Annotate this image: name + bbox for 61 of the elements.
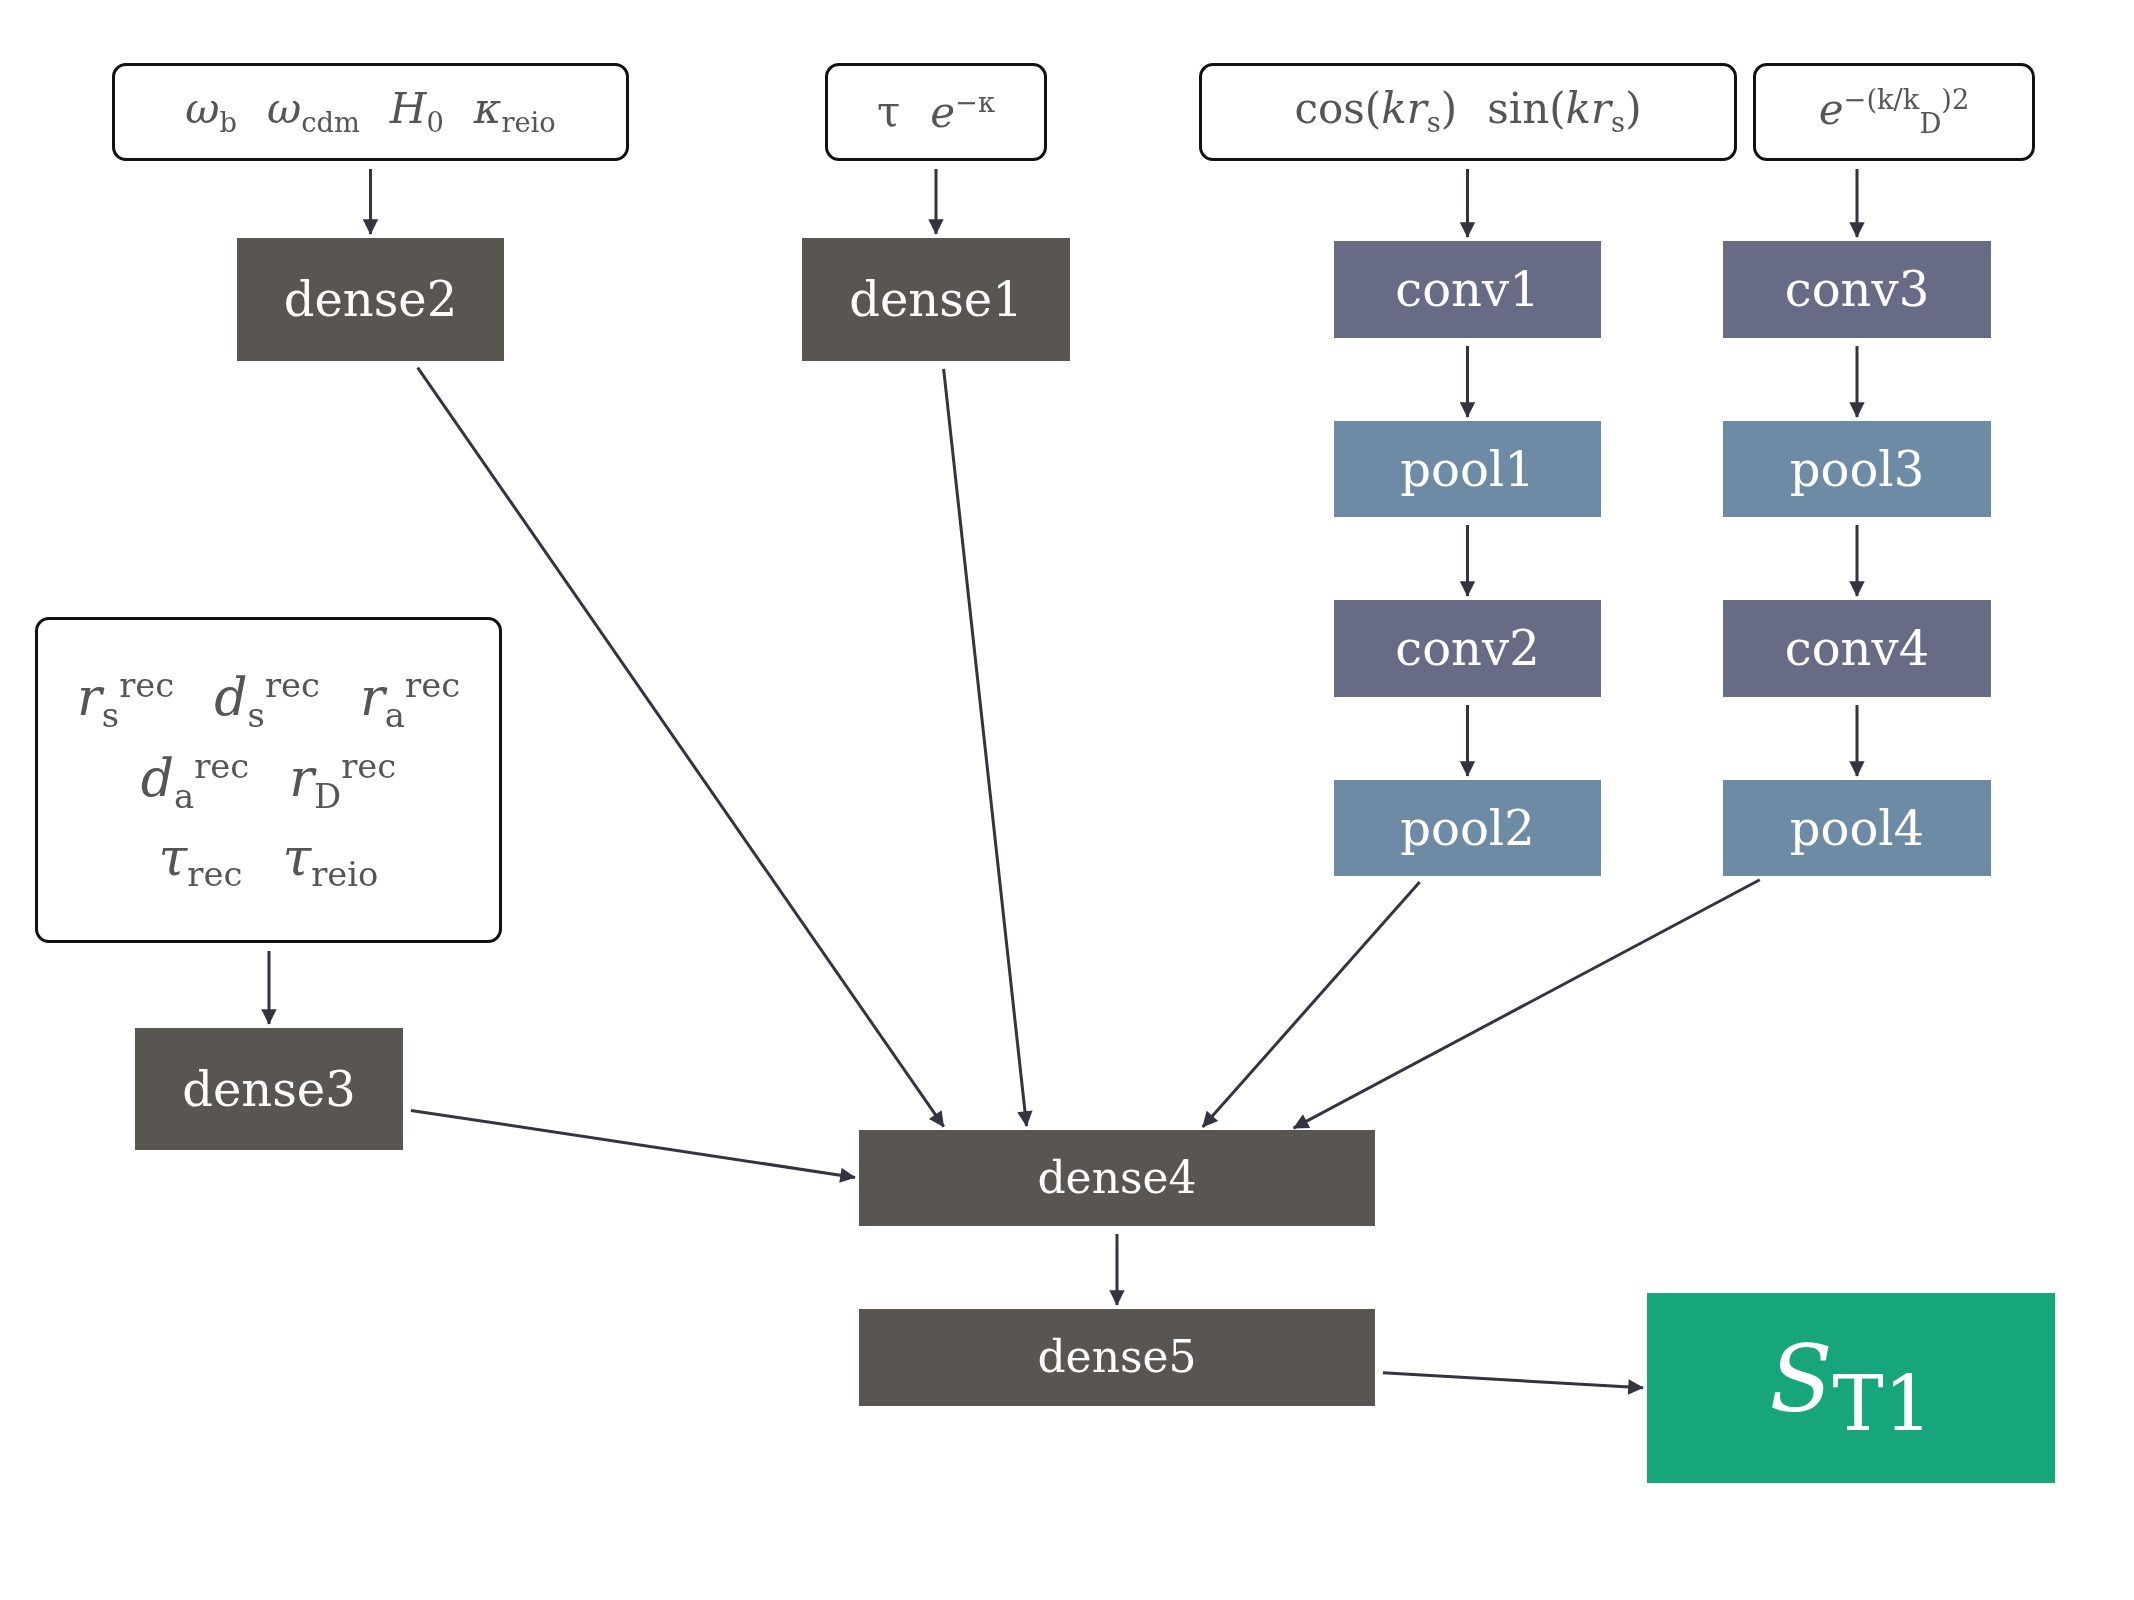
pool-layer-box	[1723, 421, 1991, 517]
pool-layer-box	[1334, 780, 1601, 876]
dense-layer-box	[859, 1309, 1375, 1406]
layer-label: dense5	[1037, 1333, 1197, 1382]
arrow	[1292, 878, 1761, 1130]
arrow	[1109, 1234, 1125, 1306]
arrow	[1201, 881, 1421, 1128]
arrow	[942, 368, 1033, 1127]
pool-layer-box	[1334, 421, 1601, 517]
dense-layer-box	[802, 238, 1070, 361]
dense-layer-box	[237, 238, 504, 361]
parameter-label: ω$_{b}$	[185, 85, 237, 139]
layer-label: pool3	[1789, 442, 1925, 496]
conv-layer-box	[1334, 600, 1601, 697]
dense-layer-box	[135, 1028, 403, 1150]
conv-layer-box	[1334, 241, 1601, 338]
layer-label: dense1	[849, 273, 1023, 326]
parameter-label: H$_{0}$	[389, 85, 444, 139]
arrow	[1849, 169, 1865, 238]
input-box	[35, 617, 502, 943]
arrow	[410, 1108, 856, 1183]
parameter-label: cos(kr$_{s}$)	[1294, 85, 1458, 139]
input-box	[825, 63, 1047, 161]
parameter-label: κ$_{reio}$	[473, 85, 556, 139]
conv-layer-box	[1723, 600, 1991, 697]
arrow	[1849, 705, 1865, 777]
parameter-label: e$^{−κ}$	[930, 87, 995, 137]
arrow	[416, 366, 945, 1128]
arrow	[1382, 1371, 1644, 1395]
layer-label: dense4	[1037, 1153, 1197, 1203]
parameter-label: τ$_{rec}$	[158, 828, 243, 894]
layer-label: dense3	[182, 1062, 356, 1116]
input-box	[112, 63, 629, 161]
input-box	[1199, 63, 1737, 161]
arrow	[1459, 525, 1476, 597]
layer-label: conv4	[1784, 622, 1930, 675]
arrow	[1459, 705, 1476, 777]
layer-label: pool4	[1789, 801, 1925, 855]
layer-label: dense2	[283, 273, 458, 326]
pool-layer-box	[1723, 780, 1991, 876]
conv-layer-box	[1723, 241, 1991, 338]
arrow	[928, 169, 944, 235]
arrow	[1459, 346, 1476, 418]
arrow	[362, 169, 379, 235]
parameter-label: sin(kr$_{s}$)	[1487, 85, 1642, 139]
output-box	[1647, 1293, 2055, 1483]
layer-label: conv1	[1395, 263, 1540, 316]
arrow	[1459, 169, 1476, 238]
layer-label: pool1	[1400, 442, 1535, 496]
parameter-label: τ	[876, 88, 901, 136]
input-box	[1753, 63, 2035, 161]
output-label: S$_{T1}$	[1769, 1329, 1933, 1447]
arrow	[261, 951, 277, 1025]
layer-label: conv3	[1784, 263, 1930, 316]
parameter-label: ω$_{cdm}$	[266, 85, 360, 139]
layer-label: pool2	[1400, 801, 1535, 855]
arrow	[1849, 346, 1865, 418]
layer-label: conv2	[1395, 622, 1540, 675]
arrow	[1849, 525, 1865, 597]
parameter-label: τ$_{reio}$	[282, 828, 379, 894]
dense-layer-box	[859, 1130, 1375, 1226]
